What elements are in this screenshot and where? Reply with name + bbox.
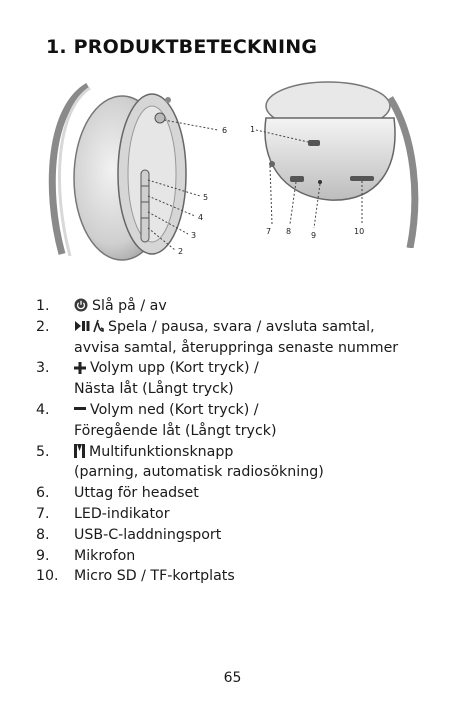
item-number: 9. — [36, 547, 50, 564]
callout-6: 6 — [222, 126, 227, 135]
item-number: 1. — [36, 298, 50, 314]
item-text: Multifunktionsknapp — [89, 443, 234, 460]
item-number: 2. — [36, 318, 50, 335]
callout-9: 9 — [311, 231, 316, 240]
item-text: Volym ned (Kort tryck) / — [90, 401, 259, 418]
item-text: Slå på / av — [92, 298, 167, 314]
callout-10: 10 — [354, 227, 364, 236]
item-text: Micro SD / TF-kortplats — [74, 568, 235, 585]
callout-3: 3 — [191, 231, 196, 240]
section-title: 1. PRODUKTBETECKNING — [46, 36, 318, 58]
power-icon — [74, 298, 88, 312]
item-text: Spela / pausa, svara / avsluta samtal, — [108, 318, 375, 335]
list-item-10: 10. Micro SD / TF-kortplats — [36, 566, 446, 587]
item-text-continued: avvisa samtal, återuppringa senaste numm… — [74, 339, 399, 356]
plus-icon — [74, 362, 86, 375]
item-number: 5. — [36, 443, 50, 460]
list-item-7: 7. LED-indikator — [36, 504, 446, 525]
headphone-right-illustration: 1 7 8 9 10 — [250, 81, 419, 248]
item-text-continued: (parning, automatisk radiosökning) — [74, 464, 324, 481]
item-number: 6. — [36, 485, 50, 502]
minus-icon — [74, 406, 86, 410]
item-text-continued: Nästa låt (Långt tryck) — [74, 381, 234, 398]
item-text: Uttag för headset — [74, 485, 199, 502]
item-number: 3. — [36, 360, 50, 377]
list-item-2: 2. Spela / pausa, svara / avsluta samtal… — [36, 317, 446, 359]
list-item-6: 6. Uttag för headset — [36, 483, 446, 504]
item-number: 10. — [36, 568, 59, 585]
multifunction-icon — [74, 443, 85, 458]
item-text: Mikrofon — [74, 547, 136, 564]
callout-2: 2 — [178, 247, 183, 256]
headphone-left-illustration: 6 5 4 3 2 — [48, 82, 227, 261]
callout-8: 8 — [286, 227, 291, 236]
page-number: 65 — [223, 670, 242, 686]
list-item-5: 5. Multifunktionsknapp (parning, automat… — [36, 442, 446, 484]
item-text: USB-C-laddningsport — [74, 526, 222, 543]
item-text-continued: Föregående låt (Långt tryck) — [74, 422, 277, 439]
list-item-4: 4. Volym ned (Kort tryck) / Föregående l… — [36, 400, 446, 442]
callout-1: 1 — [250, 125, 255, 134]
callout-4: 4 — [198, 213, 203, 222]
item-number: 8. — [36, 526, 50, 543]
play-pause-call-icon — [75, 319, 104, 333]
list-item-3: 3. Volym upp (Kort tryck) / Nästa låt (L… — [36, 358, 446, 400]
item-number: 7. — [36, 505, 50, 522]
item-number: 4. — [36, 401, 50, 418]
callout-5: 5 — [203, 193, 208, 202]
item-text: LED-indikator — [74, 505, 170, 522]
callout-7: 7 — [266, 227, 271, 236]
list-item-8: 8. USB-C-laddningsport — [36, 525, 446, 546]
component-list: 1. Slå på / av 2. Spela / pausa, svara /… — [36, 296, 446, 587]
item-text: Volym upp (Kort tryck) / — [90, 360, 259, 377]
list-item-9: 9. Mikrofon — [36, 546, 446, 567]
list-item-1: 1. Slå på / av — [36, 296, 446, 317]
